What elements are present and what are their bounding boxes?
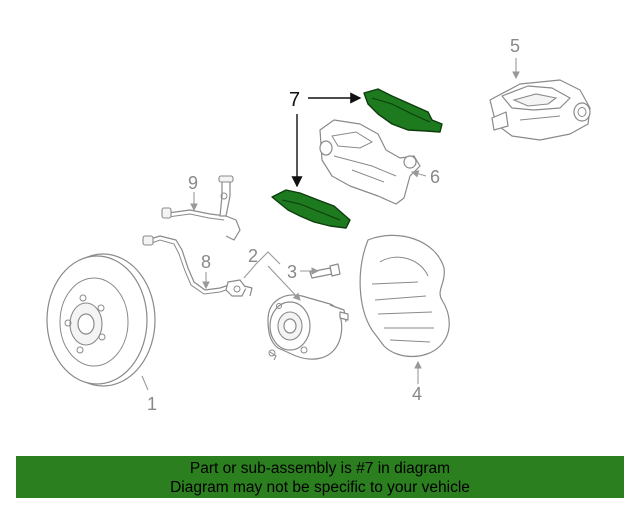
leader-2b	[243, 263, 257, 279]
leader-6	[410, 170, 427, 178]
hub-bearing	[267, 294, 349, 361]
callout-4: 4	[412, 384, 422, 404]
caliper-bracket	[319, 119, 421, 205]
banner-line-1: Part or sub-assembly is #7 in diagram	[189, 460, 451, 477]
callout-7: 7	[289, 89, 300, 111]
brake-pad-upper	[363, 88, 443, 133]
callout-1: 1	[147, 394, 157, 414]
bolt	[309, 263, 341, 279]
leader-1	[141, 375, 149, 391]
splash-shield	[359, 234, 450, 357]
brake-rotor	[46, 253, 156, 387]
banner-line-2: Diagram may not be specific to your vehi…	[170, 479, 470, 496]
leader-2	[255, 251, 300, 300]
brake-pad-lower	[271, 189, 351, 229]
callout-6: 6	[430, 167, 440, 187]
brake-caliper	[489, 79, 591, 141]
callout-9: 9	[188, 173, 198, 193]
callout-5: 5	[510, 36, 520, 56]
part-info-banner: Part or sub-assembly is #7 in diagram Di…	[16, 456, 624, 498]
abs-sensor-harness-upper	[161, 175, 241, 241]
callout-2: 2	[248, 246, 258, 266]
callout-8: 8	[201, 252, 211, 272]
callout-3: 3	[287, 262, 297, 282]
abs-sensor-harness-lower	[142, 235, 253, 297]
